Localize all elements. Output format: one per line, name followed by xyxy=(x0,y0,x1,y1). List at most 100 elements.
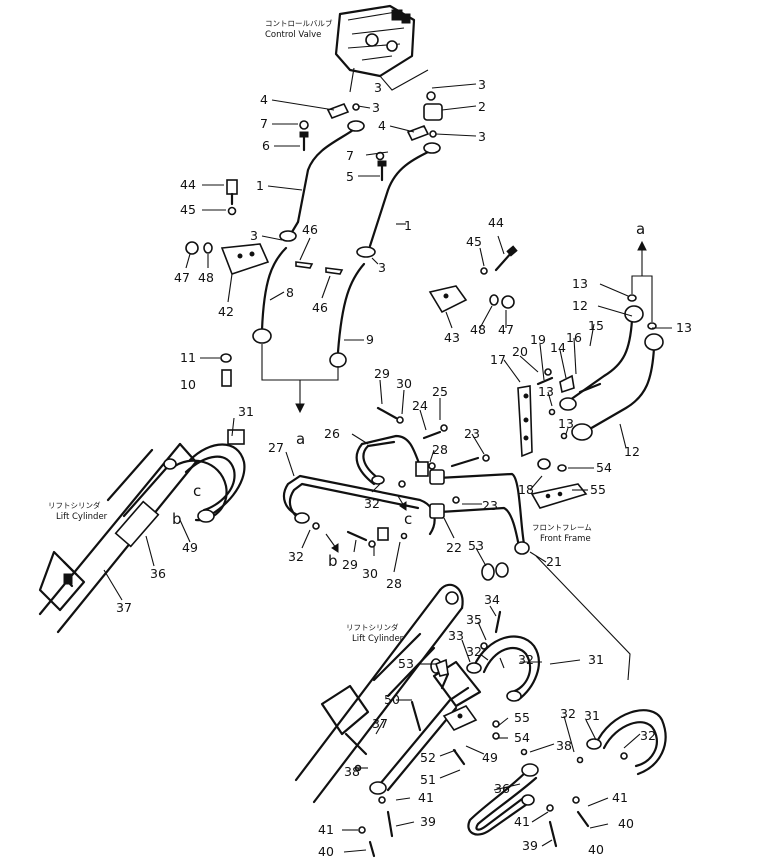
hose-12-upper xyxy=(568,294,644,402)
callout: 33 xyxy=(448,628,464,643)
callout: 45 xyxy=(180,202,196,217)
callout: 55 xyxy=(590,482,606,497)
callout: 16 xyxy=(566,330,582,345)
pipe-37-right xyxy=(369,686,470,795)
callout: 15 xyxy=(588,318,604,333)
ref-c-mid: c xyxy=(404,510,412,528)
tube-26 xyxy=(355,434,429,486)
leader-lines xyxy=(103,83,672,853)
callout: 3 xyxy=(478,77,486,92)
callout: 3 xyxy=(478,129,486,144)
callout: 46 xyxy=(302,222,318,237)
bolts-middle xyxy=(312,406,490,548)
callout: 27 xyxy=(268,440,284,455)
callout: 13 xyxy=(538,384,554,399)
callout: 47 xyxy=(174,270,190,285)
callout: 18 xyxy=(518,482,534,497)
callout: 2 xyxy=(478,99,486,114)
hose-31-lower xyxy=(586,709,667,776)
ref-c-left: c xyxy=(193,482,201,500)
callout: 3 xyxy=(372,100,380,115)
ref-a-bracket xyxy=(261,344,339,381)
callout: 51 xyxy=(420,772,436,787)
ref-b-left: b xyxy=(172,510,182,528)
callout: 42 xyxy=(218,304,234,319)
callout: 54 xyxy=(596,460,612,475)
lift-cylinder-right-label-en: Lift Cylinder xyxy=(352,634,404,644)
callout: 39 xyxy=(522,838,538,853)
callout: 20 xyxy=(512,344,528,359)
callout: 36 xyxy=(150,566,166,581)
hose-1-left xyxy=(279,120,365,242)
lift-cylinder-left-label-en: Lift Cylinder xyxy=(56,512,108,522)
plate-55 xyxy=(530,483,588,509)
callout: 21 xyxy=(546,554,562,569)
callout: 29 xyxy=(342,557,358,572)
control-valve xyxy=(334,4,429,93)
flange-4-left xyxy=(326,102,360,120)
lift-cylinder-left-label-jp: リフトシリンダ xyxy=(48,500,101,510)
bracket-42 xyxy=(185,241,270,276)
ref-b-mid: b xyxy=(328,552,338,570)
callout: 55 xyxy=(514,710,530,725)
bracket-17 xyxy=(517,368,602,472)
callout: 37 xyxy=(372,716,388,731)
callout: 32 xyxy=(364,496,380,511)
callout: 32 xyxy=(640,728,656,743)
callout: 39 xyxy=(420,814,436,829)
callout: 22 xyxy=(446,540,462,555)
callout: 30 xyxy=(396,376,412,391)
callout: 40 xyxy=(588,842,604,857)
callout: 9 xyxy=(366,332,374,347)
callout: 49 xyxy=(182,540,198,555)
callout: 29 xyxy=(374,366,390,381)
callout: 4 xyxy=(378,118,386,133)
callout: 19 xyxy=(530,332,546,347)
hose-12-lower xyxy=(571,322,664,441)
callout: 12 xyxy=(572,298,588,313)
callout: 13 xyxy=(558,416,574,431)
callout: 49 xyxy=(482,750,498,765)
callout: 3 xyxy=(378,260,386,275)
control-valve-label-en: Control Valve xyxy=(265,30,321,40)
bracket-43 xyxy=(428,285,515,314)
bolts-upper xyxy=(226,120,518,275)
clamp-53-mid xyxy=(481,562,509,581)
callout: 41 xyxy=(418,790,434,805)
callout: 17 xyxy=(490,352,506,367)
front-frame-label-en: Front Frame xyxy=(540,534,591,544)
callout: 46 xyxy=(312,300,328,315)
callout: 53 xyxy=(398,656,414,671)
callout: 5 xyxy=(346,169,354,184)
tube-27 xyxy=(282,474,436,541)
callout: 3 xyxy=(250,228,258,243)
callout: 6 xyxy=(262,138,270,153)
callout: 30 xyxy=(362,566,378,581)
callout: 41 xyxy=(318,822,334,837)
callout: 34 xyxy=(484,592,500,607)
hose-1-right xyxy=(356,142,441,258)
callout: 12 xyxy=(624,444,640,459)
callout: 37 xyxy=(116,600,132,615)
callout: 1 xyxy=(404,218,412,233)
callout: 41 xyxy=(514,814,530,829)
callout: 48 xyxy=(470,322,486,337)
ref-a-left: a xyxy=(296,430,305,448)
callout: 44 xyxy=(180,177,196,192)
tube-22 xyxy=(429,469,530,555)
callout: 38 xyxy=(556,738,572,753)
callout: 11 xyxy=(180,350,196,365)
callout: 31 xyxy=(588,652,604,667)
callout: 13 xyxy=(676,320,692,335)
callout: 43 xyxy=(444,330,460,345)
callout: 35 xyxy=(466,612,482,627)
callout: 53 xyxy=(468,538,484,553)
callout: 32 xyxy=(466,644,482,659)
control-valve-label-jp: コントロールバルブ xyxy=(265,18,333,28)
callout: 14 xyxy=(550,340,566,355)
callout: 47 xyxy=(498,322,514,337)
callout: 50 xyxy=(384,692,400,707)
callout: 28 xyxy=(432,442,448,457)
lift-cylinder-left xyxy=(38,429,246,634)
flange-4-right xyxy=(406,124,430,142)
